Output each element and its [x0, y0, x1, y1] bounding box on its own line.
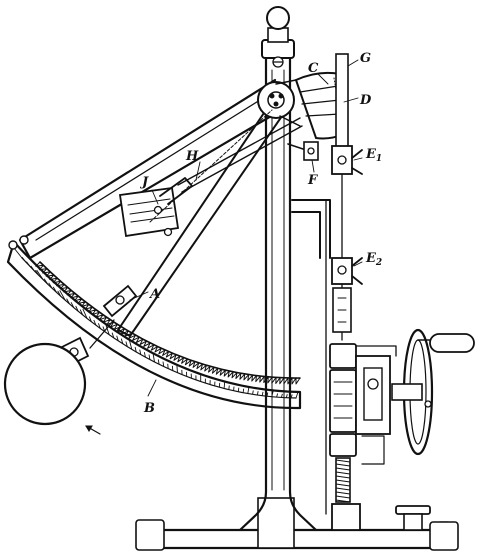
scale-tick	[228, 385, 230, 390]
scale-tick	[271, 389, 274, 397]
clamp-f	[287, 141, 319, 161]
scale-tick	[237, 387, 240, 392]
label-j: J	[139, 175, 149, 190]
scale-tick	[290, 394, 293, 399]
label-a: A	[148, 287, 160, 302]
scale-tick	[143, 352, 146, 358]
scale-arc	[6, 235, 302, 410]
screw-drive	[329, 343, 397, 531]
scale-tick	[223, 380, 226, 389]
scale-tick	[75, 305, 79, 312]
scale-tick	[43, 278, 49, 285]
link-rod-h	[149, 109, 303, 223]
scale-tick	[134, 346, 137, 353]
scale-tick	[88, 316, 92, 323]
scale-tick	[152, 352, 155, 363]
vertical-rod	[335, 53, 349, 341]
scale-tick	[120, 338, 124, 344]
leader-lines	[129, 59, 363, 397]
scale-tick	[70, 302, 75, 309]
scale-tick	[148, 354, 151, 360]
scale-tick	[52, 286, 57, 293]
scale-tick	[36, 269, 44, 281]
scale-tick	[139, 349, 142, 355]
label-h: H	[185, 149, 199, 164]
toothed-rack	[35, 261, 301, 385]
scale-tick	[30, 265, 36, 272]
scale-tick	[295, 391, 299, 399]
scale-tick	[111, 332, 115, 339]
foot-screw	[395, 505, 431, 531]
scale-tick	[252, 390, 254, 395]
clamp-e1	[331, 145, 363, 175]
scale-tick	[276, 393, 279, 398]
scale-tick	[93, 319, 97, 326]
scale-tick	[128, 339, 133, 350]
scale-tick	[125, 341, 128, 347]
pointer-block	[118, 177, 193, 238]
scale-tick	[167, 363, 169, 369]
specimen-holder	[332, 287, 352, 333]
scale-tick	[97, 323, 101, 329]
scale-ticks	[13, 247, 299, 399]
label-b: B	[143, 401, 155, 416]
scale-tick	[266, 392, 269, 397]
link-slider	[89, 284, 138, 349]
labels: A B C D E1 E2 F G H J	[139, 51, 382, 416]
main-column	[238, 6, 318, 532]
label-g: G	[360, 51, 371, 66]
label-e2: E2	[365, 251, 382, 268]
scale-tick	[48, 282, 53, 289]
label-c: C	[308, 61, 319, 76]
scale-tick	[34, 270, 40, 277]
scale-tick	[116, 335, 119, 342]
scale-tick	[261, 391, 264, 396]
scale-tick	[285, 394, 288, 398]
scale-tick	[57, 290, 62, 297]
scale-tick	[26, 261, 31, 268]
base-plate	[135, 497, 459, 551]
quadrant-arm	[18, 78, 295, 337]
scale-tick	[242, 388, 245, 393]
scale-tick	[157, 359, 160, 365]
scale-tick	[13, 247, 23, 259]
label-f: F	[307, 173, 318, 188]
scale-tick	[247, 386, 250, 394]
scale-tick	[82, 308, 88, 319]
side-bracket	[291, 199, 331, 515]
scale-tick	[256, 391, 259, 396]
pendulum-weight	[3, 336, 101, 435]
label-e1: E1	[365, 147, 382, 164]
clamp-e2	[331, 257, 363, 285]
handwheel	[391, 328, 475, 456]
scale-tick	[176, 364, 178, 373]
scale-tick	[280, 393, 283, 398]
label-d: D	[359, 93, 372, 108]
scale-tick	[21, 256, 27, 263]
scale-tick	[59, 290, 66, 301]
scale-tick	[162, 361, 165, 367]
scale-tick	[79, 309, 84, 316]
scale-tick	[105, 325, 110, 336]
scale-tick	[66, 298, 70, 305]
